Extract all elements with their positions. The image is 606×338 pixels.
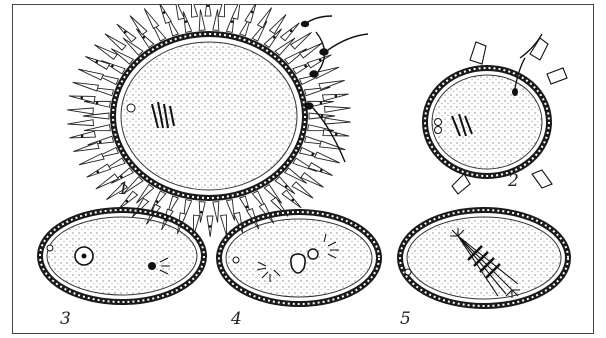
polar-body-2a (435, 119, 442, 126)
follicle-cell-nucleus (207, 4, 210, 7)
follicle-cell-nucleus (291, 199, 294, 202)
follicle-cell-nucleus (99, 141, 102, 144)
sperm-nucleus-3 (148, 262, 156, 270)
follicle-cell-nucleus (311, 153, 314, 156)
follicle-cell-nucleus (273, 36, 276, 39)
follicle-cell-nucleus (185, 20, 188, 23)
follicle-cell-nucleus (81, 135, 84, 138)
follicle-cell-nucleus (200, 211, 203, 214)
panel-label-5: 5 (400, 309, 411, 329)
follicle-cell-nucleus (126, 200, 129, 203)
panel-label-4: 4 (230, 309, 242, 329)
polar-body-3 (47, 245, 53, 251)
follicle-cell-nucleus (120, 176, 123, 179)
panel-label-2: 2 (507, 171, 519, 191)
follicle-cell-nucleus (163, 11, 166, 14)
fertilization-diagram: 1 2 3 (12, 4, 594, 334)
cytoplasm-5 (407, 217, 561, 299)
cytoplasm-1 (121, 42, 297, 190)
panel-label-3: 3 (60, 309, 71, 329)
polar-body-5 (405, 269, 411, 275)
follicle-cell-nucleus (95, 60, 98, 63)
follicle-cell-nucleus (209, 225, 212, 228)
follicle-cell-nucleus (290, 30, 293, 33)
polar-body-4 (233, 257, 239, 263)
follicle-cell-nucleus (143, 36, 146, 39)
follicle-cell-nucleus (97, 171, 100, 174)
male-pronucleus-4 (308, 249, 318, 259)
follicle-cell-nucleus (319, 59, 322, 62)
follicle-cell-nucleus (304, 65, 307, 68)
follicle-cell-nucleus (251, 11, 254, 14)
cytoplasm-2 (432, 75, 542, 169)
follicle-cell-nucleus (246, 206, 249, 209)
follicle-cell-nucleus (156, 200, 159, 203)
sperm-head-entering (512, 88, 518, 96)
follicle-cell-nucleus (80, 96, 83, 99)
follicle-cell-nucleus (111, 65, 114, 68)
follicle-cell-nucleus (320, 102, 323, 105)
nucleolus-3 (82, 254, 87, 259)
follicle-cell-nucleus (320, 169, 323, 172)
follicle-cell-nucleus (96, 102, 99, 105)
cytoplasm-3 (47, 217, 197, 295)
polar-body-2b (435, 127, 442, 134)
female-pronucleus-4 (291, 254, 305, 273)
follicle-cell-nucleus (231, 20, 234, 23)
follicle-cell-nucleus (285, 185, 288, 188)
follicle-cell-nucleus (335, 95, 338, 98)
panel-label-1: 1 (118, 179, 129, 199)
figure-frame: 1 2 3 (12, 4, 594, 334)
polar-body-1 (127, 104, 135, 112)
follicle-cell-nucleus (335, 133, 338, 136)
follicle-cell-nucleus (124, 31, 127, 34)
